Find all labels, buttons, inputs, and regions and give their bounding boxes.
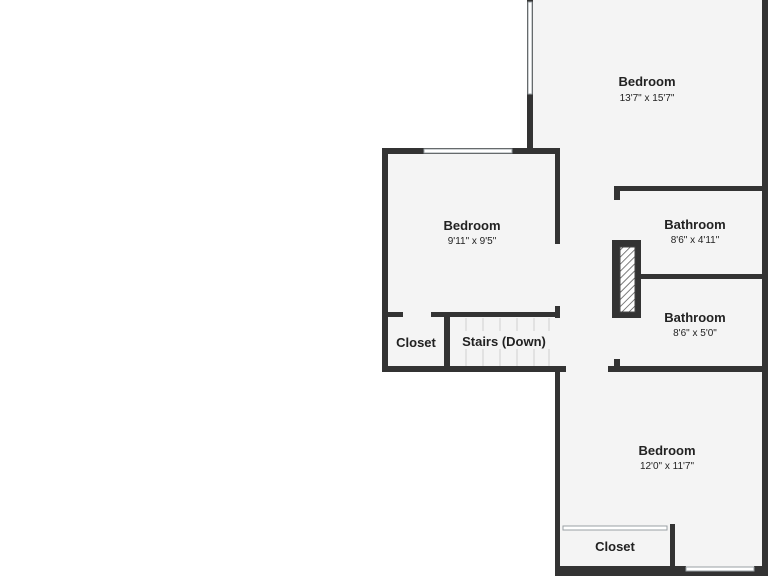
floor-bathroom-upper bbox=[617, 190, 768, 277]
room-name: Bathroom bbox=[664, 310, 725, 325]
window bbox=[562, 525, 668, 531]
wall bbox=[636, 274, 768, 279]
wall bbox=[614, 186, 620, 200]
room-label-bathroom-lower: Bathroom 8'6" x 5'0" bbox=[664, 310, 725, 339]
room-label-closet-bottom: Closet bbox=[595, 539, 635, 554]
floor-bedroom-top bbox=[530, 0, 768, 190]
floor-hallway bbox=[555, 190, 620, 370]
room-name: Bedroom bbox=[618, 74, 675, 89]
room-dimensions: 12'0" x 11'7" bbox=[640, 461, 695, 472]
wall bbox=[762, 366, 768, 576]
wall bbox=[614, 186, 768, 191]
door-opening bbox=[403, 311, 431, 318]
wall bbox=[382, 366, 560, 372]
wall bbox=[382, 148, 388, 372]
room-name: Stairs (Down) bbox=[462, 334, 546, 349]
wall bbox=[555, 366, 768, 372]
room-label-closet-left: Closet bbox=[396, 335, 436, 350]
wall bbox=[614, 359, 620, 370]
room-label-bedroom-left: Bedroom 9'11" x 9'5" bbox=[443, 218, 500, 247]
wall bbox=[385, 312, 560, 317]
floor-bedroom-left bbox=[385, 152, 558, 314]
window bbox=[527, 1, 533, 95]
room-dimensions: 9'11" x 9'5" bbox=[448, 236, 497, 247]
floor-bathroom-lower bbox=[617, 277, 768, 370]
room-name: Closet bbox=[595, 539, 635, 554]
wall bbox=[555, 366, 560, 576]
window bbox=[423, 148, 513, 154]
door-opening bbox=[560, 241, 612, 247]
room-label-stairs: Stairs (Down) bbox=[457, 331, 552, 349]
room-name: Bathroom bbox=[664, 217, 725, 232]
room-name: Bedroom bbox=[638, 443, 695, 458]
shaft-hatch bbox=[619, 246, 636, 313]
label-backdrop bbox=[457, 331, 552, 349]
door-opening bbox=[613, 200, 621, 240]
wall bbox=[555, 305, 560, 318]
door-opening bbox=[554, 262, 561, 306]
wall bbox=[555, 148, 560, 244]
floor-areas bbox=[385, 0, 768, 576]
floor-bedroom-bottom bbox=[558, 370, 768, 576]
room-label-bedroom-bottom: Bedroom 12'0" x 11'7" bbox=[638, 443, 695, 472]
window bbox=[685, 566, 755, 572]
wall bbox=[670, 524, 675, 572]
door-opening bbox=[613, 318, 621, 359]
room-label-bathroom-upper: Bathroom 8'6" x 4'11" bbox=[664, 217, 725, 246]
wall bbox=[444, 312, 450, 370]
floor-closet-left bbox=[385, 314, 447, 369]
room-name: Bedroom bbox=[443, 218, 500, 233]
door-opening bbox=[566, 365, 608, 373]
room-name: Closet bbox=[396, 335, 436, 350]
room-dimensions: 13'7" x 15'7" bbox=[620, 93, 675, 104]
room-dimensions: 8'6" x 5'0" bbox=[673, 328, 717, 339]
windows bbox=[423, 1, 755, 572]
room-label-bedroom-top: Bedroom 13'7" x 15'7" bbox=[618, 74, 675, 104]
room-dimensions: 8'6" x 4'11" bbox=[671, 235, 720, 246]
wall bbox=[555, 566, 768, 576]
